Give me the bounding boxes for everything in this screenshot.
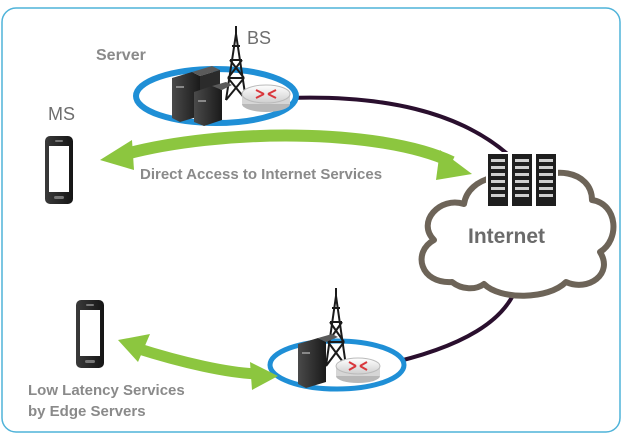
router-icon (241, 84, 291, 112)
mobile-phone-icon (45, 136, 73, 204)
low-latency-line-2: by Edge Servers (28, 403, 146, 420)
ms-label: MS (48, 104, 75, 124)
low-latency-line-1: Low Latency Services (28, 382, 185, 399)
server-label: Server (96, 47, 146, 64)
direct-access-arrow (100, 129, 472, 180)
low-latency-label: Low Latency Services by Edge Servers (28, 380, 185, 422)
cell-tower-icon (225, 26, 247, 101)
datacenter-rack-icon (486, 152, 558, 208)
bs-label: BS (247, 28, 272, 48)
direct-access-label: Direct Access to Internet Services (140, 166, 383, 183)
edge-server-icon (172, 66, 232, 126)
internet-label: Internet (468, 225, 546, 248)
internet-cloud (418, 169, 617, 299)
low-latency-arrow (118, 334, 278, 390)
edge-server-icon-bottom (298, 334, 338, 388)
router-icon-bottom (335, 357, 381, 383)
mobile-phone-icon-bottom (76, 300, 104, 368)
cable-bs-to-internet (287, 95, 514, 160)
